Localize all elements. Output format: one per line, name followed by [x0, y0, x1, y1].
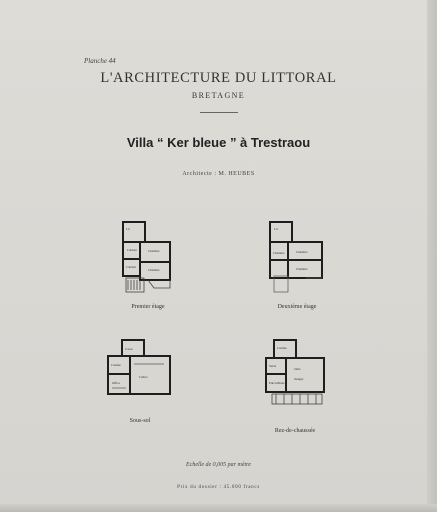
svg-text:Caves: Caves — [125, 347, 134, 351]
plan-premier-etage: Lit Cabinet Chambre Chambre Cabinet — [118, 218, 178, 302]
svg-text:Chambre: Chambre — [296, 250, 308, 254]
publication-title: L'ARCHITECTURE DU LITTORAL — [100, 70, 337, 86]
floor-plan-drawing: Lit Chambre Chambre Chambre — [269, 221, 323, 293]
svg-text:Chambre: Chambre — [148, 249, 160, 253]
svg-text:Cabinet: Cabinet — [126, 265, 136, 269]
floor-plan-drawing: Cuisine Salon Salle manger Entr\u00e9e — [265, 339, 325, 405]
villa-title: Villa “ Ker bleue ” à Trestraou — [126, 135, 311, 150]
svg-text:Cuisine: Cuisine — [111, 363, 121, 367]
svg-text:Chambre: Chambre — [148, 268, 160, 272]
caption-deuxieme-etage: Deuxième étage — [277, 304, 317, 310]
page-edge-bottom — [0, 504, 437, 512]
plate-number: Planche 44 — [84, 57, 116, 65]
plan-rez-de-chaussee: Cuisine Salon Salle manger Entr\u00e9e — [258, 336, 332, 412]
publication-subtitle: BRETAGNE — [191, 91, 246, 100]
plan-sous-sol: Caves Cuisine Cellier Office — [104, 336, 176, 402]
svg-text:Entr\u00e9e: Entr\u00e9e — [269, 381, 285, 385]
caption-premier-etage: Premier étage — [131, 304, 165, 310]
scale-note: Echelle de 0,005 par mètre — [186, 462, 251, 468]
plan-deuxieme-etage: Lit Chambre Chambre Chambre — [266, 218, 328, 302]
page-edge-right — [427, 0, 437, 512]
svg-text:Cellier: Cellier — [139, 375, 149, 379]
floor-plan-drawing: Lit Cabinet Chambre Chambre Cabinet — [122, 221, 171, 293]
header-divider — [200, 112, 238, 113]
floor-plan-drawing: Caves Cuisine Cellier Office — [107, 339, 171, 395]
svg-text:manger: manger — [294, 377, 304, 381]
svg-text:Lit: Lit — [274, 227, 278, 231]
svg-text:Chambre: Chambre — [273, 251, 285, 255]
svg-text:Lit: Lit — [126, 227, 130, 231]
svg-text:Cuisine: Cuisine — [277, 346, 287, 350]
caption-rez-de-chaussee: Rez-de-chaussée — [274, 428, 316, 434]
svg-text:Salon: Salon — [269, 364, 277, 368]
svg-text:Cabinet: Cabinet — [127, 248, 137, 252]
price-note: Prix du dossier : 45.000 francs — [177, 485, 260, 490]
caption-sous-sol: Sous-sol — [129, 418, 151, 424]
svg-text:Chambre: Chambre — [296, 267, 308, 271]
svg-text:Office: Office — [112, 381, 121, 385]
architect-credit: Architecte : M. HEUBES — [182, 171, 255, 177]
svg-text:Salle: Salle — [294, 367, 301, 371]
